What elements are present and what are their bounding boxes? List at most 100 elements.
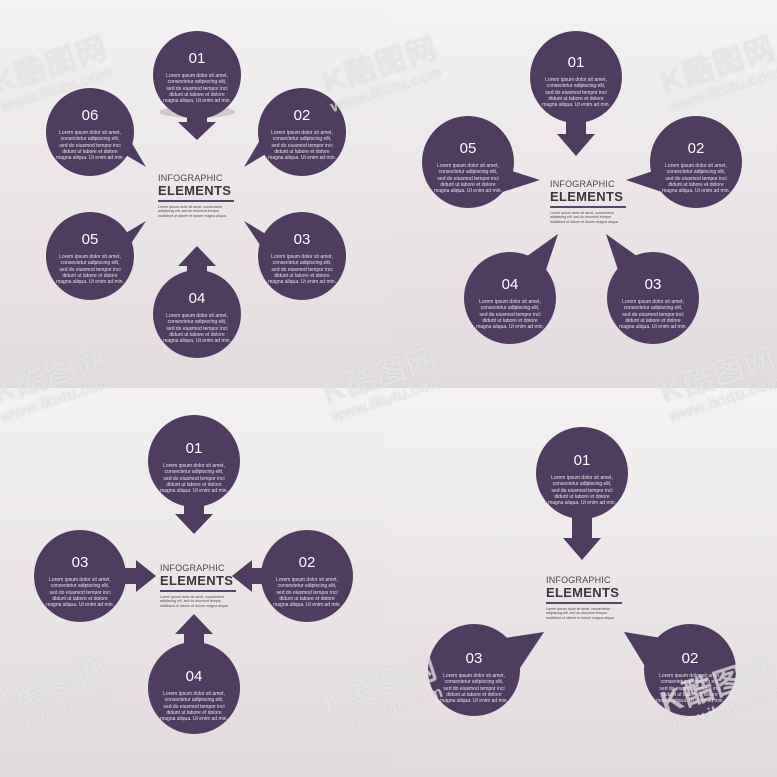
center-divider [546, 602, 622, 604]
center-title-line2: ELEMENTS [546, 585, 620, 600]
center-title-line1: INFOGRAPHIC [160, 563, 225, 573]
node-number: 05 [81, 231, 99, 248]
node-text: Lorem ipsum dolor sit amet, consectetur … [46, 577, 114, 608]
center-title: INFOGRAPHIC ELEMENTS Lorem ipsum dolor s… [546, 576, 622, 620]
circle-01 [148, 415, 240, 507]
circle-06 [46, 88, 134, 176]
center-divider [550, 206, 626, 208]
node-number: 02 [687, 140, 705, 157]
node-number: 03 [293, 231, 311, 248]
node-number: 02 [293, 107, 311, 124]
arrow-03 [118, 560, 156, 592]
circle-02 [650, 116, 742, 208]
circle-03 [428, 624, 520, 716]
center-divider [158, 200, 234, 202]
arrow-02 [624, 632, 674, 668]
circle-01 [530, 31, 622, 123]
node-number: 06 [81, 107, 99, 124]
node-number: 01 [573, 452, 591, 469]
node-number: 02 [681, 650, 699, 667]
circle-04 [148, 642, 240, 734]
node-text: Lorem ipsum dolor sit amet, consectetur … [662, 163, 730, 194]
arrow-02 [626, 164, 674, 196]
center-description: Lorem ipsum dolor sit amet, consectetur … [160, 595, 229, 608]
center-description: Lorem ipsum dolor sit amet, consectetur … [546, 607, 615, 620]
center-description: Lorem ipsum dolor sit amet, consectetur … [550, 211, 619, 224]
center-title-line2: ELEMENTS [160, 573, 234, 588]
node-text: Lorem ipsum dolor sit amet, consectetur … [56, 254, 124, 285]
center-title: INFOGRAPHIC ELEMENTS Lorem ipsum dolor s… [550, 180, 626, 224]
arrow-06 [104, 130, 146, 167]
circle-03 [34, 530, 126, 622]
center-title-line1: INFOGRAPHIC [550, 179, 615, 189]
node-text: Lorem ipsum dolor sit amet, consectetur … [160, 691, 228, 722]
circle-02 [258, 88, 346, 176]
panel-six-step: INFOGRAPHIC ELEMENTS Lorem ipsum dolor s… [0, 0, 388, 388]
node-text: Lorem ipsum dolor sit amet, consectetur … [160, 463, 228, 494]
circle-02 [261, 530, 353, 622]
node-number: 04 [185, 668, 203, 685]
circle-05 [46, 212, 134, 300]
circle-03 [258, 212, 346, 300]
center-title-line1: INFOGRAPHIC [546, 575, 611, 585]
arrow-03 [492, 632, 544, 668]
node-number: 01 [188, 50, 206, 67]
arrow-01 [563, 508, 601, 560]
panel-four-step-graphics [34, 415, 353, 734]
arrow-05 [104, 221, 146, 254]
circle-01 [153, 31, 241, 119]
node-number: 01 [185, 440, 203, 457]
node-text: Lorem ipsum dolor sit amet, consectetur … [440, 673, 508, 704]
arrow-02 [232, 560, 270, 592]
node-text: Lorem ipsum dolor sit amet, consectetur … [434, 163, 502, 194]
arrow-01 [175, 498, 213, 534]
center-title: INFOGRAPHIC ELEMENTS Lorem ipsum dolor s… [158, 174, 234, 218]
arrow-04 [175, 614, 213, 650]
node-text: Lorem ipsum dolor sit amet, consectetur … [548, 475, 616, 506]
node-text: Lorem ipsum dolor sit amet, consectetur … [163, 313, 231, 344]
node-text: Lorem ipsum dolor sit amet, consectetur … [656, 673, 724, 704]
node-text: Lorem ipsum dolor sit amet, consectetur … [268, 254, 336, 285]
arrow-05 [490, 164, 540, 196]
arrow-03 [244, 221, 286, 254]
arrow-01 [557, 112, 595, 156]
panel-four-step: INFOGRAPHIC ELEMENTS Lorem ipsum dolor s… [0, 388, 388, 777]
center-title-line1: INFOGRAPHIC [158, 173, 223, 183]
panel-six-step-graphics [46, 31, 346, 358]
circle-04 [464, 252, 556, 344]
node-number: 02 [298, 554, 316, 571]
node-number: 04 [501, 276, 519, 293]
node-text: Lorem ipsum dolor sit amet, consectetur … [476, 299, 544, 330]
arrow-01 [178, 110, 216, 140]
panel-five-step-graphics [422, 31, 742, 344]
center-title: INFOGRAPHIC ELEMENTS Lorem ipsum dolor s… [160, 564, 236, 608]
node-number: 03 [465, 650, 483, 667]
center-divider [160, 590, 236, 592]
arrow-02 [244, 130, 286, 167]
circle-03 [607, 252, 699, 344]
panel-three-step: INFOGRAPHIC ELEMENTS Lorem ipsum dolor s… [388, 388, 777, 777]
node-text: Lorem ipsum dolor sit amet, consectetur … [56, 130, 124, 161]
circle-05 [422, 116, 514, 208]
node-text: Lorem ipsum dolor sit amet, consectetur … [268, 130, 336, 161]
circle-01 [536, 427, 628, 519]
node-text: Lorem ipsum dolor sit amet, consectetur … [542, 77, 610, 108]
node-text: Lorem ipsum dolor sit amet, consectetur … [619, 299, 687, 330]
circle-04 [153, 270, 241, 358]
center-description: Lorem ipsum dolor sit amet, consectetur … [158, 205, 227, 218]
